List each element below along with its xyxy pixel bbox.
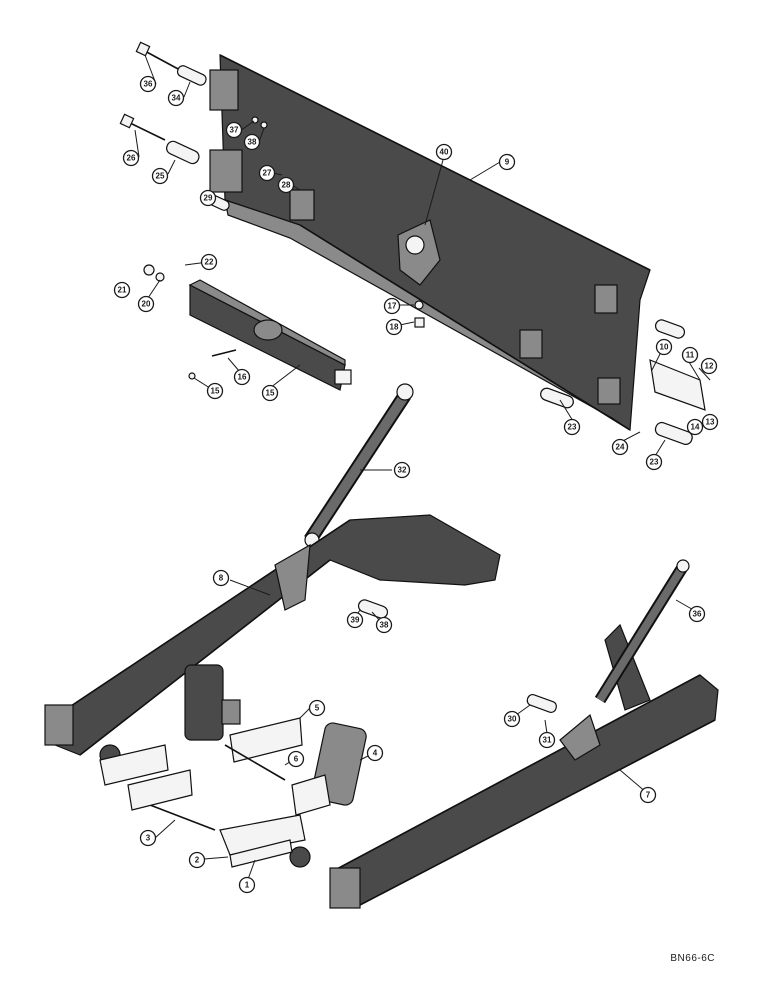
svg-text:13: 13 xyxy=(706,418,715,427)
svg-text:17: 17 xyxy=(388,302,397,311)
callout-20: 20 xyxy=(137,295,155,313)
callout-40: 40 xyxy=(435,143,453,161)
svg-text:11: 11 xyxy=(686,351,695,360)
callout-34: 34 xyxy=(167,89,185,107)
callout-38: 38 xyxy=(375,616,393,634)
callout-37: 38 xyxy=(243,133,261,151)
svg-text:30: 30 xyxy=(508,715,517,724)
callout-1: 1 xyxy=(238,876,256,894)
callout-27: 26 xyxy=(122,149,140,167)
svg-text:24: 24 xyxy=(616,443,625,452)
svg-text:23: 23 xyxy=(650,458,659,467)
blade-pins xyxy=(119,41,706,445)
svg-text:21: 21 xyxy=(118,286,127,295)
svg-text:36: 36 xyxy=(144,80,153,89)
callout-10: 10 xyxy=(655,338,673,356)
svg-text:38: 38 xyxy=(380,621,389,630)
push-beam-8 xyxy=(44,514,501,756)
svg-text:18: 18 xyxy=(390,323,399,332)
callout-15b: 15 xyxy=(261,384,279,402)
callout-32: 31 xyxy=(538,731,556,749)
callout-39: 39 xyxy=(346,611,364,629)
figure-code: BN66-6C xyxy=(670,953,715,964)
callout-29: 28 xyxy=(277,176,295,194)
svg-text:38: 38 xyxy=(248,138,257,147)
svg-text:29: 29 xyxy=(204,194,213,203)
svg-text:26: 26 xyxy=(127,154,136,163)
svg-text:39: 39 xyxy=(351,616,360,625)
svg-text:10: 10 xyxy=(660,343,669,352)
svg-text:6: 6 xyxy=(294,755,299,764)
svg-text:14: 14 xyxy=(691,423,700,432)
callout-6: 6 xyxy=(287,750,305,768)
callout-36b: 36 xyxy=(688,605,706,623)
push-beam-7 xyxy=(329,559,719,909)
svg-text:27: 27 xyxy=(263,169,272,178)
callout-24: 23 xyxy=(563,418,581,436)
callout-8: 8 xyxy=(212,569,230,587)
bracket-15 xyxy=(143,264,352,391)
svg-text:15: 15 xyxy=(211,387,220,396)
svg-text:20: 20 xyxy=(142,300,151,309)
callout-36: 37 xyxy=(225,121,243,139)
svg-text:22: 22 xyxy=(205,258,214,267)
callout-11: 11 xyxy=(681,346,699,364)
callout-5: 5 xyxy=(308,699,326,717)
callout-26: 25 xyxy=(151,167,169,185)
dozer-blade xyxy=(209,54,651,432)
svg-text:25: 25 xyxy=(156,172,165,181)
callout-21: 21 xyxy=(113,281,131,299)
svg-text:40: 40 xyxy=(440,148,449,157)
svg-text:23: 23 xyxy=(568,423,577,432)
callout-7: 7 xyxy=(639,786,657,804)
svg-text:7: 7 xyxy=(646,791,651,800)
hydraulic-cylinder-33 xyxy=(304,383,414,548)
callout-35: 36 xyxy=(139,75,157,93)
svg-text:3: 3 xyxy=(146,834,151,843)
callout-18: 18 xyxy=(385,318,403,336)
callout-2: 2 xyxy=(188,851,206,869)
svg-text:36: 36 xyxy=(693,610,702,619)
svg-text:5: 5 xyxy=(315,704,320,713)
callout-25: 24 xyxy=(611,438,629,456)
svg-text:15: 15 xyxy=(266,389,275,398)
svg-text:34: 34 xyxy=(172,94,181,103)
ball-joint-assembly xyxy=(99,717,367,868)
callout-9: 9 xyxy=(498,153,516,171)
callout-12: 12 xyxy=(700,357,718,375)
svg-text:16: 16 xyxy=(238,373,247,382)
callout-33: 32 xyxy=(393,461,411,479)
svg-text:8: 8 xyxy=(219,574,224,583)
svg-text:4: 4 xyxy=(373,749,378,758)
svg-text:2: 2 xyxy=(195,856,200,865)
callout-15: 15 xyxy=(206,382,224,400)
callout-23: 23 xyxy=(645,453,663,471)
svg-text:1: 1 xyxy=(245,881,250,890)
callout-28: 27 xyxy=(258,164,276,182)
callout-13: 13 xyxy=(701,413,719,431)
svg-text:32: 32 xyxy=(398,466,407,475)
callout-3: 3 xyxy=(139,829,157,847)
callout-30: 29 xyxy=(199,189,217,207)
callouts: 36 34 26 25 37 38 27 28 29 40 9 22 21 20… xyxy=(113,75,719,894)
svg-text:37: 37 xyxy=(230,126,239,135)
svg-text:28: 28 xyxy=(282,181,291,190)
callout-14: 14 xyxy=(686,418,704,436)
callout-31: 30 xyxy=(503,710,521,728)
callout-22: 22 xyxy=(200,253,218,271)
callout-4: 4 xyxy=(366,744,384,762)
callout-16: 16 xyxy=(233,368,251,386)
svg-text:31: 31 xyxy=(543,736,552,745)
svg-text:12: 12 xyxy=(705,362,714,371)
svg-text:9: 9 xyxy=(505,158,510,167)
callout-17: 17 xyxy=(383,297,401,315)
